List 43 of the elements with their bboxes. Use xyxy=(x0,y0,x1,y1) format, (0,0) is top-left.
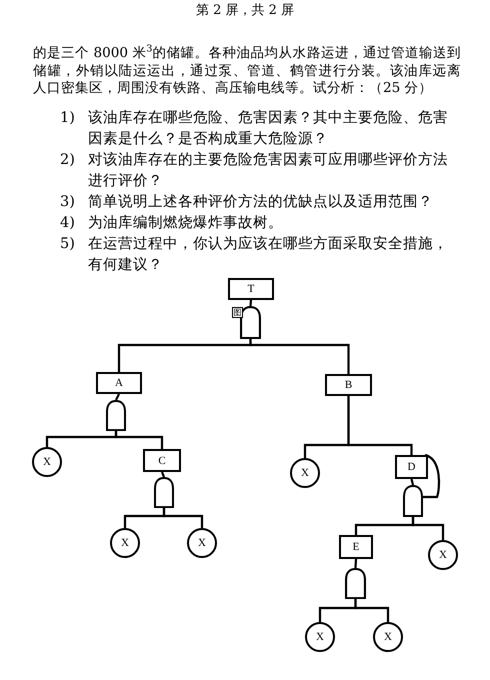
event-box: E xyxy=(339,535,373,559)
connector-line xyxy=(347,396,413,455)
image-placeholder-text: 图 xyxy=(232,307,243,318)
item-number: 5) xyxy=(60,235,76,254)
item-number: 1) xyxy=(60,109,76,128)
and-gate xyxy=(240,306,261,339)
question-text: 对该油库存在的主要危险危害因素可应用哪些评价方法进行评价？ xyxy=(88,150,449,191)
connector-line xyxy=(354,558,358,568)
connector-line xyxy=(412,517,444,540)
connector-line xyxy=(115,394,120,400)
and-gate xyxy=(106,400,126,431)
and-gate xyxy=(403,485,423,517)
page-header: 第 2 屏，共 2 屏 xyxy=(194,2,296,19)
connector-line xyxy=(160,472,166,478)
event-box: D xyxy=(395,455,428,479)
question-text: 简单说明上述各种评价方法的优缺点以及适用范围？ xyxy=(88,192,434,212)
question-text: 该油库存在哪些危险、危害因素？其中主要危险、危害因素是什么？是否构成重大危险源？ xyxy=(88,108,449,149)
basic-event-circle: X xyxy=(428,540,458,570)
and-gate xyxy=(345,568,366,599)
question-text: 为油库编制燃烧爆炸事故树。 xyxy=(88,214,284,233)
basic-event-circle: X xyxy=(373,622,403,652)
event-box: B xyxy=(325,374,372,396)
connector-line xyxy=(162,508,204,528)
connector-line xyxy=(114,431,164,449)
basic-event-circle: X xyxy=(305,622,335,652)
question-text: 在运营过程中，你认为应该在哪些方面采取安全措施，有何建议？ xyxy=(88,234,449,275)
basic-event-circle: X xyxy=(187,528,217,558)
event-box: C xyxy=(143,449,181,472)
connector-line xyxy=(354,599,390,622)
basic-event-circle: X xyxy=(32,447,62,477)
basic-event-circle: X xyxy=(110,528,140,558)
and-gate xyxy=(154,477,174,508)
item-number: 2) xyxy=(60,151,76,170)
item-number: 3) xyxy=(60,193,76,212)
item-number: 4) xyxy=(60,214,76,233)
event-box: T xyxy=(228,278,274,300)
connector-line xyxy=(249,339,350,374)
paragraph: 的是三个 8000 米$^{3}$的储罐。各种油品均从水路运进，通过管道输送到储罐，外销以陆运运出，通过泵、管道、鹤管进行分装。该油库远离人口密集区，周围没有铁路、高压输电线等。试分析：（25 分） xyxy=(33,45,461,98)
event-box: A xyxy=(96,372,142,394)
basic-event-circle: X xyxy=(290,458,320,488)
connector-line xyxy=(249,300,252,306)
connector-line xyxy=(423,454,440,498)
connector-line xyxy=(410,478,414,486)
